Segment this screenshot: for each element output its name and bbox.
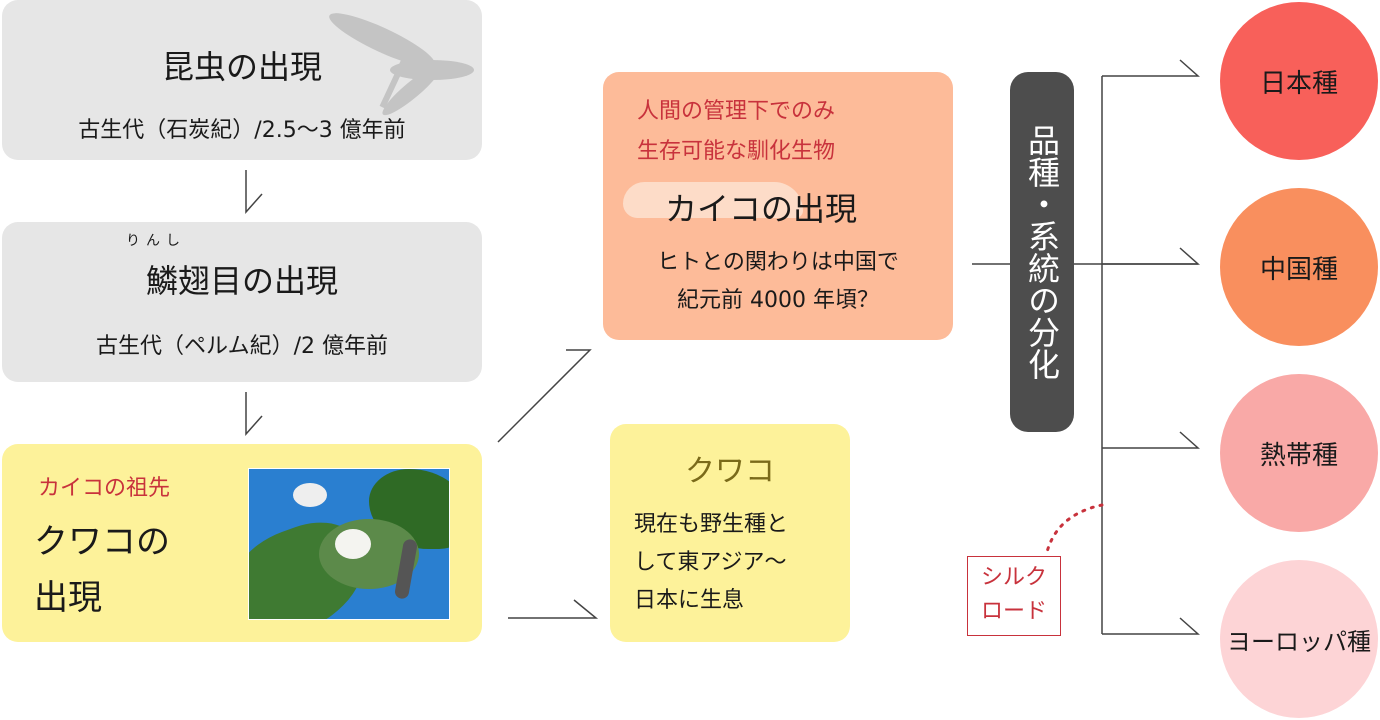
- kuwako-photo: [248, 468, 450, 620]
- ancestor-label: カイコの祖先: [38, 476, 171, 501]
- silkworm-title: カイコの出現: [665, 190, 858, 228]
- kuwako-description: 現在も野生種と して東アジア〜 日本に生息: [634, 512, 789, 613]
- dragonfly-icon: [329, 13, 474, 116]
- silk-road-dotted-line: [1044, 503, 1104, 558]
- variety-chinese: 中国種: [1220, 188, 1378, 346]
- arrow-insects-to-lepidoptera: [245, 170, 263, 214]
- kuwako-box: クワコ 現在も野生種と して東アジア〜 日本に生息: [610, 424, 850, 642]
- silkworm-subtitle: ヒトとの関わりは中国で 紀元前 4000 年頃？: [657, 250, 899, 313]
- lepidoptera-title: 鱗翅目の出現: [145, 262, 338, 300]
- silkworm-box: 人間の管理下でのみ 生存可能な馴化生物 カイコの出現 ヒトとの関わりは中国で 紀…: [603, 72, 953, 340]
- ancestor-box: カイコの祖先 クワコの 出現: [2, 444, 482, 642]
- variety-tropical: 熱帯種: [1220, 374, 1378, 532]
- ancestor-title: クワコの 出現: [34, 522, 170, 618]
- insects-subtitle: 古生代（石炭紀）/2.5〜3 億年前: [78, 118, 406, 143]
- lepidoptera-box: りんし 鱗翅目の出現 古生代（ペルム紀）/2 億年前: [2, 222, 482, 382]
- insects-title: 昆虫の出現: [161, 48, 322, 86]
- variety-european: ヨーロッパ種: [1220, 560, 1378, 718]
- variety-japanese: 日本種: [1220, 2, 1378, 160]
- lepidoptera-subtitle: 古生代（ペルム紀）/2 億年前: [96, 334, 388, 359]
- insects-box: 昆虫の出現 古生代（石炭紀）/2.5〜3 億年前: [2, 0, 482, 160]
- silkworm-note: 人間の管理下でのみ 生存可能な馴化生物: [637, 99, 836, 164]
- branch-label-box: 品種・系統の分化: [1010, 72, 1074, 432]
- arrow-to-silkworm: [497, 349, 592, 443]
- lepidoptera-ruby: りんし: [126, 233, 186, 249]
- silk-road-label: シルク ロード: [967, 556, 1061, 636]
- arrow-to-kuwako: [508, 599, 599, 619]
- kuwako-title: クワコ: [685, 454, 775, 489]
- arrow-lepidoptera-to-ancestor: [245, 392, 263, 436]
- silkworm-icon: [623, 182, 803, 218]
